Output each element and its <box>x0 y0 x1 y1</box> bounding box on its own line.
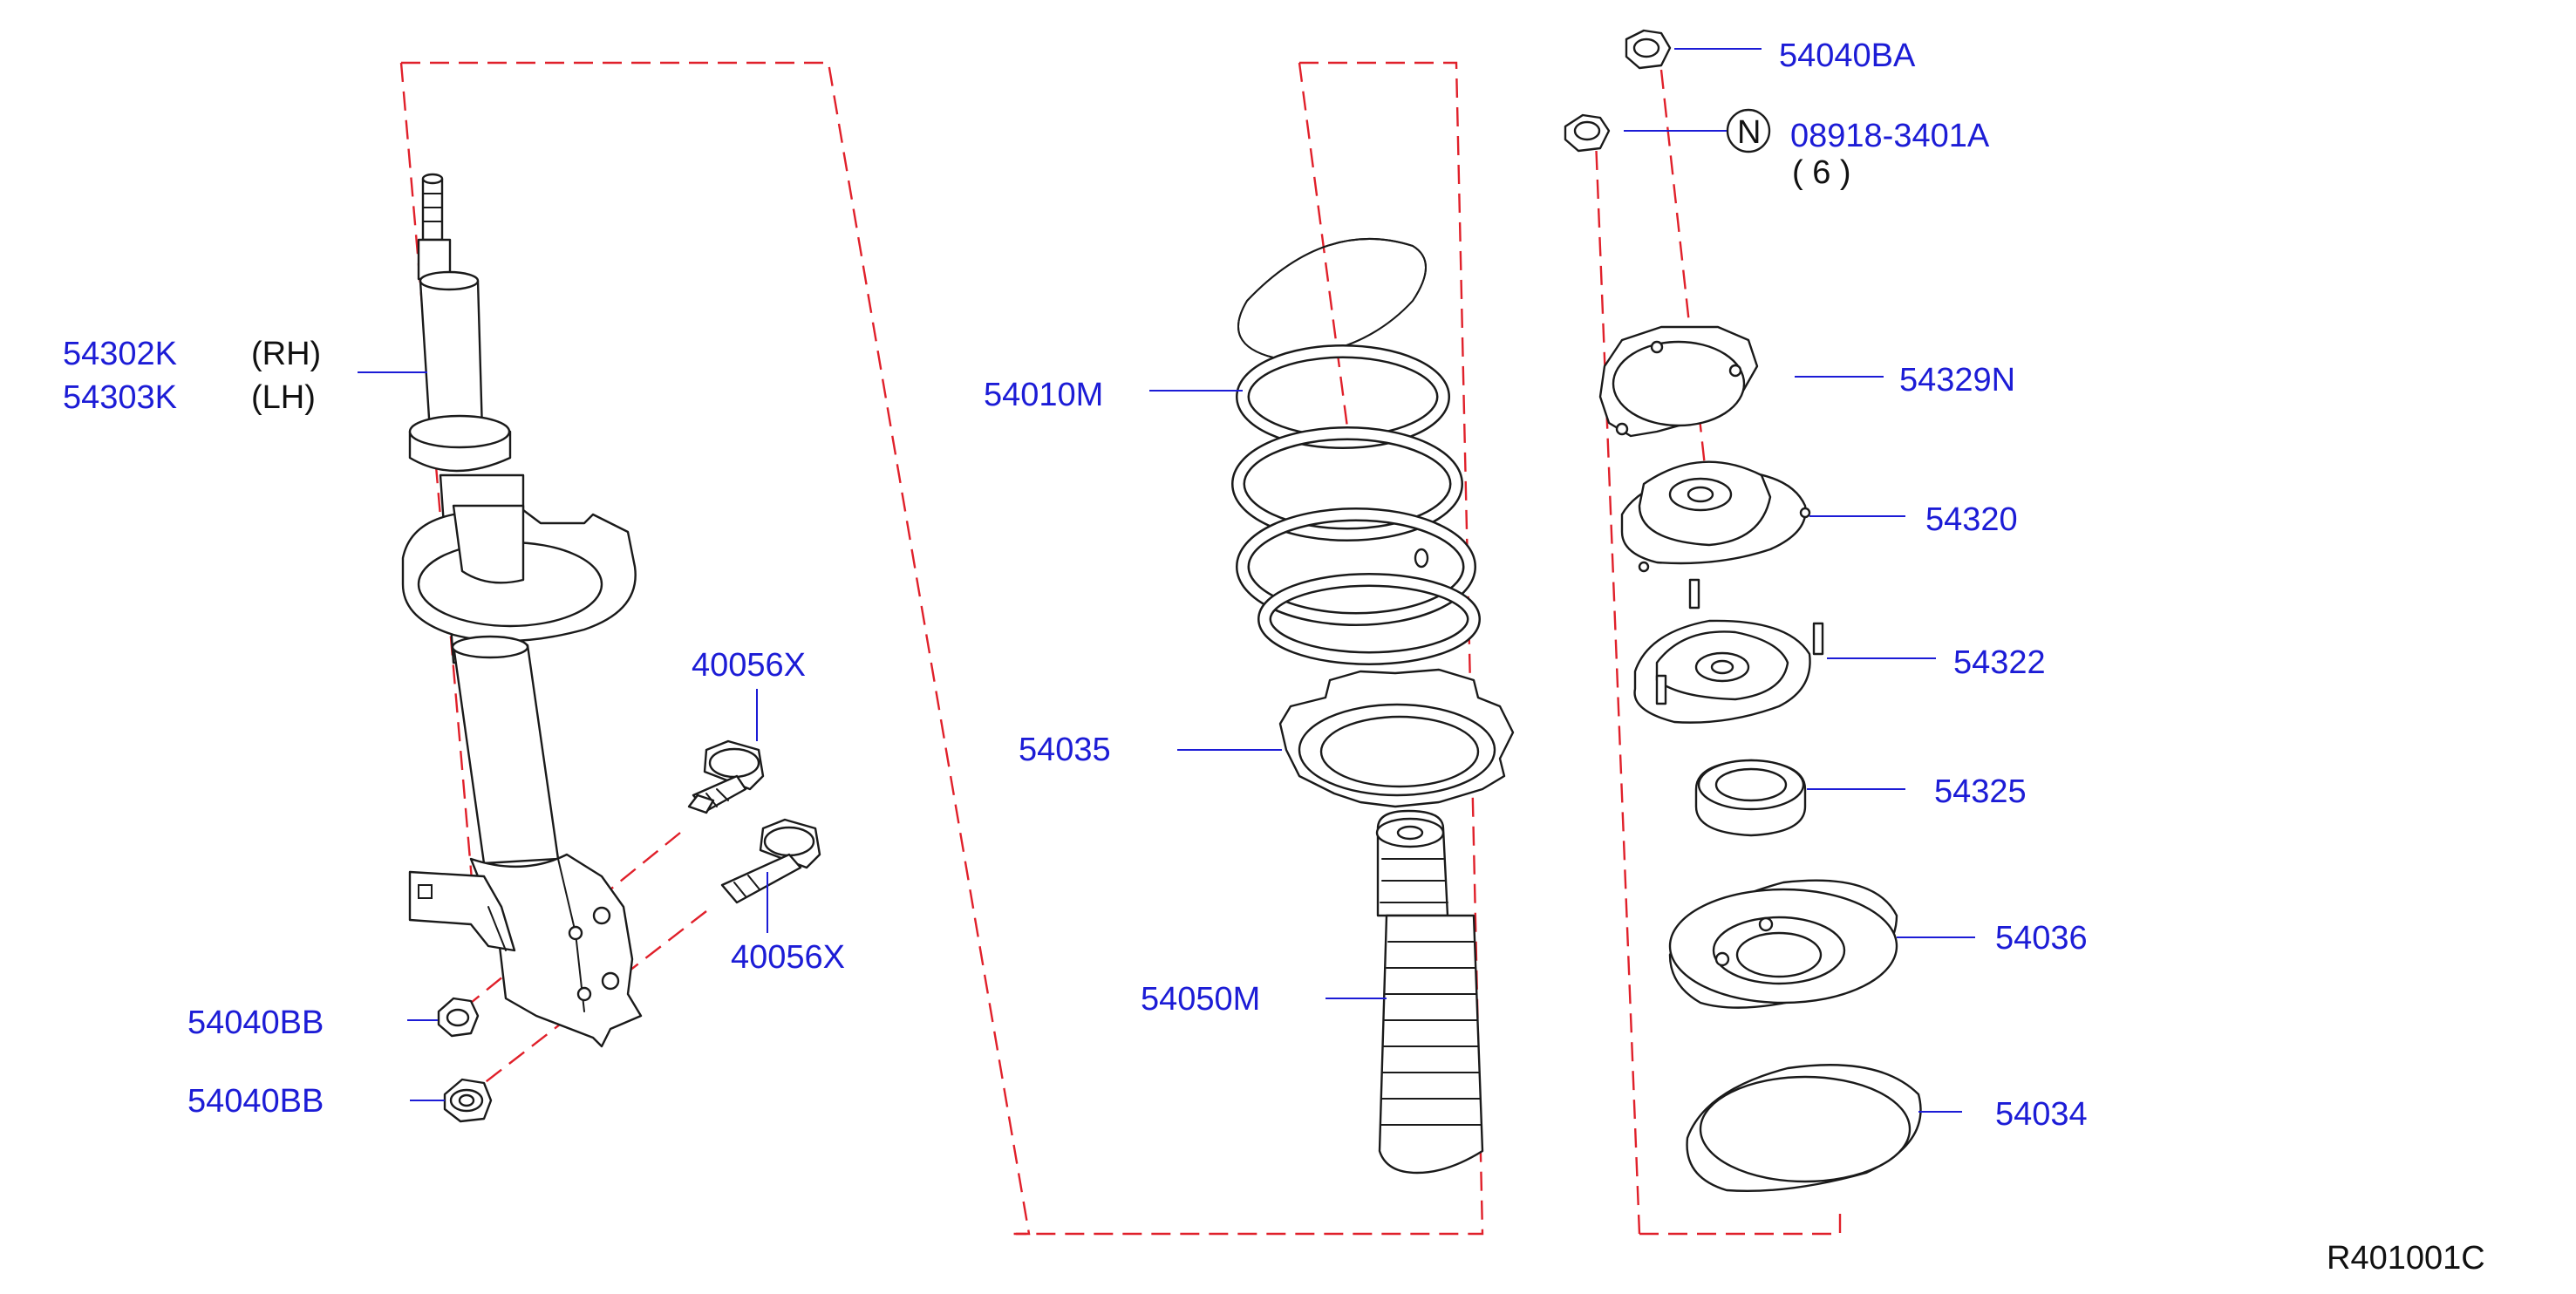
n-marker <box>1726 108 1771 153</box>
label-40056x-top: 40056X <box>692 647 806 684</box>
label-54035: 54035 <box>1019 732 1111 768</box>
insulator-54034[interactable] <box>1686 1064 1922 1193</box>
nut-54040bb-lower[interactable] <box>443 1078 493 1123</box>
spring-seat-54035[interactable] <box>1278 668 1515 808</box>
bound-bumper-54050m[interactable] <box>1375 809 1484 1175</box>
label-54329n: 54329N <box>1899 362 2015 398</box>
label-54320: 54320 <box>1925 501 2018 538</box>
quantity-label: ( 6 ) <box>1792 154 1851 191</box>
label-54050m: 54050M <box>1141 981 1260 1018</box>
label-rh: (RH) <box>251 336 321 372</box>
label-54034: 54034 <box>1995 1096 2088 1133</box>
label-54322: 54322 <box>1953 644 2046 681</box>
strut-assembly[interactable] <box>401 173 643 1048</box>
label-54040bb-bottom: 54040BB <box>187 1083 324 1120</box>
label-lh: (LH) <box>251 379 316 416</box>
label-40056x-bottom: 40056X <box>731 939 845 976</box>
label-08918-3401a: 08918-3401A <box>1790 118 1990 154</box>
coil-spring[interactable] <box>1231 237 1481 665</box>
nut-54040ba[interactable] <box>1625 29 1672 70</box>
label-54036: 54036 <box>1995 920 2088 957</box>
n-symbol: N <box>1737 114 1761 151</box>
strut-mount-54320[interactable] <box>1620 460 1811 573</box>
insulator-plate-54329n[interactable] <box>1598 325 1759 438</box>
label-54040ba: 54040BA <box>1779 37 1916 74</box>
leader-lines <box>358 48 1975 1113</box>
bearing-54325[interactable] <box>1694 759 1807 837</box>
nut-54040bb-upper[interactable] <box>437 997 480 1038</box>
bolt-40056x-upper[interactable] <box>687 739 765 814</box>
nut-08918-3401a[interactable] <box>1564 113 1611 153</box>
reference-code: R401001C <box>2327 1240 2485 1277</box>
label-54010m: 54010M <box>984 377 1103 413</box>
label-54325: 54325 <box>1934 773 2027 810</box>
bolt-40056x-lower[interactable] <box>720 818 821 904</box>
label-54040bb-top: 54040BB <box>187 1005 324 1041</box>
label-54302k: 54302K <box>63 336 177 372</box>
strut-mount-54322[interactable] <box>1633 578 1824 724</box>
label-54303k: 54303K <box>63 379 177 416</box>
spring-seat-54036[interactable] <box>1668 879 1898 1009</box>
exploded-view-guides <box>399 61 1842 1236</box>
